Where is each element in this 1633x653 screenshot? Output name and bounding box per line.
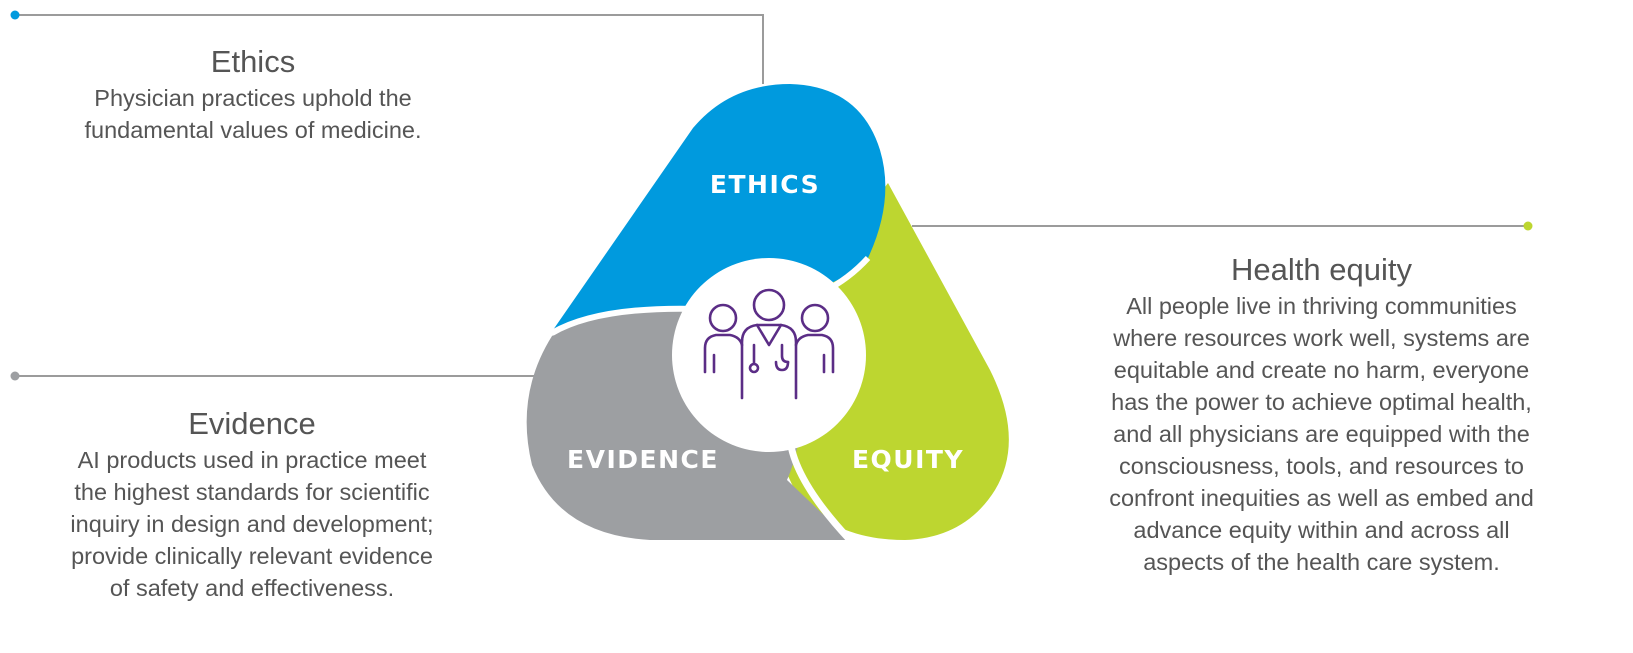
equity-text: All people live in thriving communities … — [1010, 290, 1633, 578]
equity-line: advance equity within and across all — [1133, 517, 1510, 543]
ethics-line: fundamental values of medicine. — [84, 117, 422, 143]
physician-team-icon — [703, 288, 835, 400]
connector-evidence — [10, 371, 535, 381]
ethics-title: Ethics — [210, 44, 296, 79]
center-circle — [672, 258, 866, 452]
equity-line: and all physicians are equipped with the — [1113, 421, 1530, 447]
evidence-line: the highest standards for scientific — [74, 479, 430, 505]
equity-line: aspects of the health care system. — [1143, 549, 1500, 575]
equity-segment-label: EQUITY — [852, 445, 964, 474]
ethics-text: Physician practices uphold the fundament… — [40, 82, 466, 146]
equity-title: Health equity — [1231, 252, 1412, 287]
evidence-description: Evidence AI products used in practice me… — [20, 404, 484, 604]
evidence-title: Evidence — [188, 406, 316, 441]
ethics-line: Physician practices uphold the — [94, 85, 412, 111]
evidence-line: provide clinically relevant evidence — [71, 543, 433, 569]
evidence-line: inquiry in design and development; — [70, 511, 434, 537]
ethics-segment-label: ETHICS — [710, 170, 820, 199]
connector-equity — [912, 221, 1533, 231]
ethics-description: Ethics Physician practices uphold the fu… — [40, 42, 466, 146]
equity-line: has the power to achieve optimal health, — [1111, 389, 1532, 415]
equity-line: where resources work well, systems are — [1113, 325, 1530, 351]
equity-description: Health equity All people live in thrivin… — [1010, 250, 1633, 578]
equity-line: equitable and create no harm, everyone — [1113, 357, 1530, 383]
equity-line: All people live in thriving communities — [1126, 293, 1517, 319]
equity-line: consciousness, tools, and resources to — [1119, 453, 1524, 479]
evidence-segment-label: EVIDENCE — [567, 445, 719, 474]
equity-line: confront inequities as well as embed and — [1109, 485, 1534, 511]
evidence-line: of safety and effectiveness. — [109, 575, 395, 601]
evidence-line: AI products used in practice meet — [77, 447, 427, 473]
evidence-text: AI products used in practice meet the hi… — [20, 444, 484, 604]
connector-ethics — [10, 10, 764, 84]
